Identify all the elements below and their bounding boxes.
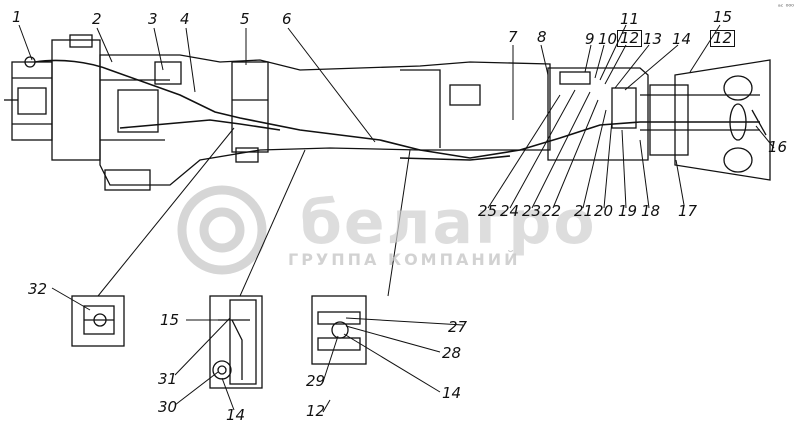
callout-31: 31 xyxy=(158,370,178,388)
callout-19: 19 xyxy=(618,202,638,220)
callout-20: 20 xyxy=(594,202,614,220)
callout-22: 22 xyxy=(542,202,562,220)
callout-13: 13 xyxy=(643,30,663,48)
detail-view-31 xyxy=(209,295,263,389)
watermark-brand: белагро xyxy=(300,188,597,258)
callout-12-detail: 12 xyxy=(306,402,326,420)
detail-29-parts xyxy=(317,311,361,351)
leader-lines xyxy=(18,24,775,413)
front-hitch-assembly xyxy=(4,56,53,141)
callout-32: 32 xyxy=(28,280,48,298)
callout-3: 3 xyxy=(148,10,158,28)
callout-17: 17 xyxy=(678,202,698,220)
callout-30: 30 xyxy=(158,398,178,416)
corner-mark: ᵃᶜ ⁰⁰⁰ xyxy=(778,3,794,11)
detail-view-29 xyxy=(311,295,367,365)
callout-12-boxed-right: 12 xyxy=(710,30,736,47)
detail-32-parts xyxy=(83,305,115,335)
callout-8: 8 xyxy=(537,28,547,46)
callout-15-detail: 15 xyxy=(160,311,180,329)
callout-24: 24 xyxy=(500,202,520,220)
callout-12-boxed: 12 xyxy=(617,30,643,47)
callout-18: 18 xyxy=(641,202,661,220)
callout-10: 10 xyxy=(598,30,618,48)
callout-2: 2 xyxy=(92,10,102,28)
callout-25: 25 xyxy=(478,202,498,220)
callout-23: 23 xyxy=(522,202,542,220)
detail-31-parts xyxy=(212,299,257,385)
callout-5: 5 xyxy=(240,10,250,28)
callout-29: 29 xyxy=(306,372,326,390)
callout-21: 21 xyxy=(574,202,594,220)
callout-9: 9 xyxy=(585,30,595,48)
detail-view-32 xyxy=(71,295,125,347)
callout-6: 6 xyxy=(282,10,292,28)
callout-1: 1 xyxy=(12,8,22,26)
transmission-housing xyxy=(51,34,551,191)
callout-15: 15 xyxy=(713,8,733,26)
callout-7: 7 xyxy=(508,28,518,46)
callout-4: 4 xyxy=(180,10,190,28)
callout-11: 11 xyxy=(620,10,640,28)
watermark-logo-icon xyxy=(177,185,267,275)
callout-27: 27 xyxy=(448,318,468,336)
watermark-subtitle: ГРУППА КОМПАНИЙ xyxy=(288,250,521,269)
callout-14: 14 xyxy=(672,30,692,48)
rear-frame-assembly xyxy=(547,59,771,181)
callout-16: 16 xyxy=(768,138,788,156)
callout-14-detail-left: 14 xyxy=(226,406,246,424)
brake-line xyxy=(34,59,760,161)
callout-14-detail-right: 14 xyxy=(442,384,462,402)
callout-28: 28 xyxy=(442,344,462,362)
